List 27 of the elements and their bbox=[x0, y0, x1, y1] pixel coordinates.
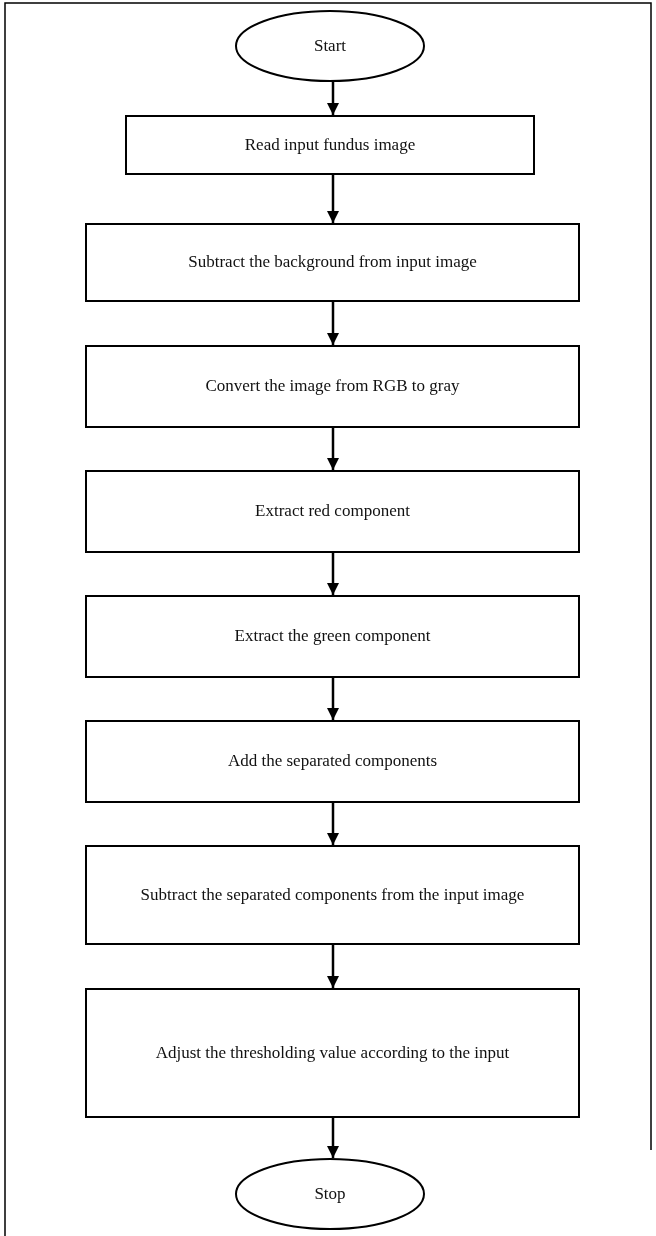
arrow bbox=[326, 1118, 340, 1158]
node-label: Add the separated components bbox=[227, 750, 438, 773]
node-label: Stop bbox=[314, 1182, 346, 1205]
process-box bbox=[85, 345, 580, 428]
process-box bbox=[85, 845, 580, 945]
process-box bbox=[85, 720, 580, 803]
process-box bbox=[85, 988, 580, 1118]
node-label: Subtract the separated components from the input image bbox=[140, 883, 525, 906]
arrow bbox=[326, 678, 340, 720]
arrow bbox=[326, 428, 340, 470]
arrow bbox=[326, 945, 340, 988]
process-box bbox=[85, 470, 580, 553]
arrow bbox=[326, 175, 340, 223]
node-label: Read input fundus image bbox=[244, 133, 416, 156]
node-label: Start bbox=[313, 34, 347, 57]
arrow bbox=[326, 302, 340, 345]
node-label: Extract red component bbox=[255, 500, 410, 523]
node-label: Subtract the background from input image bbox=[188, 251, 477, 274]
node-label: Adjust the thresholding value according to the input bbox=[155, 1041, 510, 1064]
process-box bbox=[85, 595, 580, 678]
arrow bbox=[326, 803, 340, 845]
node-label: Convert the image from RGB to gray bbox=[205, 375, 460, 398]
arrow bbox=[326, 82, 340, 115]
process-box bbox=[85, 223, 580, 302]
arrow bbox=[326, 553, 340, 595]
node-label: Extract the green component bbox=[234, 625, 431, 648]
process-box bbox=[125, 115, 535, 175]
